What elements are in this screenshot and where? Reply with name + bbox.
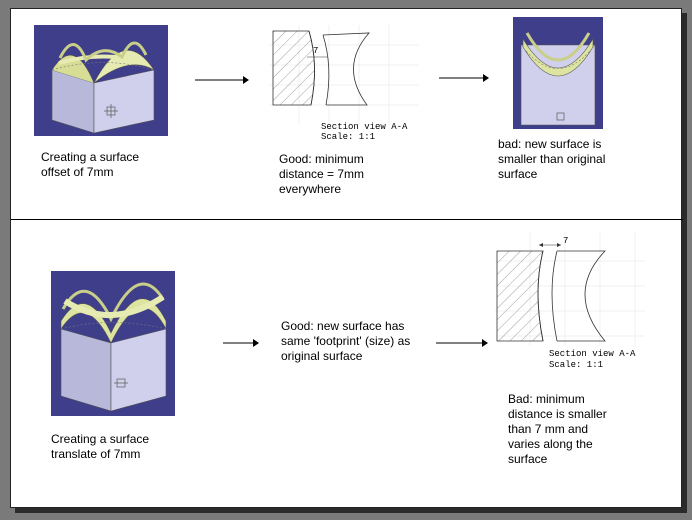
slide: Creating a surface offset of 7mm 7 Secti… [10,8,683,508]
caption-good-translate: Good: new surface has same 'footprint' (… [281,319,411,363]
caption-offset: Creating a surface offset of 7mm [41,150,140,179]
dimension-label: 7 [313,46,318,56]
section-view-translate: 7 Section view A-A Scale: 1:1 [495,231,645,370]
caption-bad-translate: Bad: minimum distance is smaller than 7 … [508,392,607,466]
offset-surface-render [34,25,168,136]
section-view-offset: 7 Section view A-A Scale: 1:1 [269,25,419,142]
arrow-right [439,74,489,82]
caption-bad-offset: bad: new surface is smaller than origina… [498,137,606,181]
translate-surface-render [51,271,175,416]
section-label: Section view A-A [549,349,636,359]
arrow-right [195,76,249,84]
caption-translate: Creating a surface translate of 7mm [51,432,150,461]
dimension-label: 7 [563,236,568,246]
arrow-right [436,339,488,347]
row-divider [11,219,683,220]
section-label: Section view A-A [321,122,408,132]
shrunk-surface-render [513,17,603,129]
arrow-right [223,339,259,347]
caption-good-offset: Good: minimum distance = 7mm everywhere [279,152,365,196]
section-scale: Scale: 1:1 [321,132,375,142]
section-scale: Scale: 1:1 [549,360,603,370]
